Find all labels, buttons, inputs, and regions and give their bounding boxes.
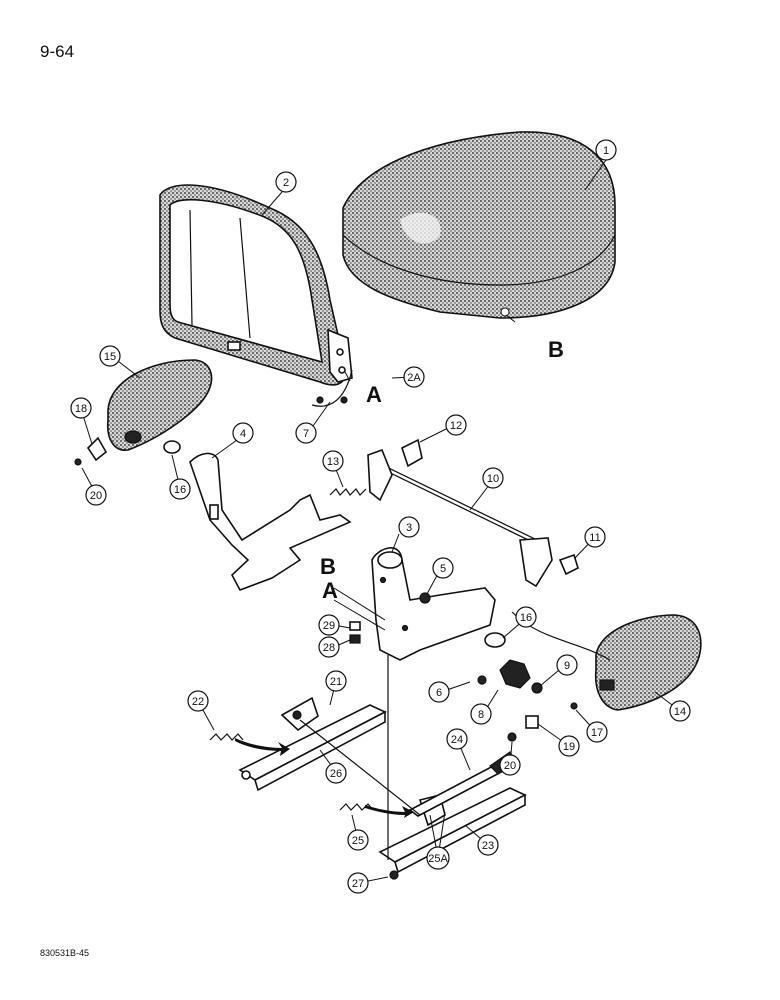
callout-7: 7 [295, 422, 317, 444]
svg-text:25: 25 [352, 835, 364, 847]
callout-2: 2 [275, 171, 297, 193]
callout-1: 1 [595, 139, 617, 161]
svg-text:2: 2 [283, 177, 289, 189]
callout-5: 5 [432, 557, 454, 579]
armrest-bracket-left [189, 452, 352, 591]
svg-text:24: 24 [451, 734, 463, 746]
armrest-left [74, 359, 213, 466]
callout-13: 13 [322, 450, 344, 472]
svg-text:25A: 25A [428, 853, 448, 865]
callout-16-right: 16 [515, 606, 537, 628]
svg-text:17: 17 [591, 727, 603, 739]
callout-20-left: 20 [85, 484, 107, 506]
svg-text:19: 19 [563, 741, 575, 753]
svg-text:16: 16 [174, 484, 186, 496]
svg-text:29: 29 [323, 620, 335, 632]
letter-b-bracket: B [320, 554, 336, 579]
callout-10: 10 [482, 467, 504, 489]
svg-text:20: 20 [504, 760, 516, 772]
callout-8: 8 [470, 703, 492, 725]
callout-19: 19 [558, 735, 580, 757]
small-hardware [316, 396, 578, 742]
callout-18: 18 [70, 397, 92, 419]
callout-24: 24 [446, 728, 468, 750]
callout-25a: 25A [426, 846, 450, 870]
svg-text:7: 7 [303, 428, 309, 440]
svg-text:8: 8 [478, 709, 484, 721]
callout-28: 28 [318, 636, 340, 658]
callout-6: 6 [428, 681, 450, 703]
callout-17: 17 [586, 721, 608, 743]
callout-12: 12 [445, 414, 467, 436]
callout-26: 26 [325, 762, 347, 784]
callout-23: 23 [477, 834, 499, 856]
svg-text:20: 20 [90, 490, 102, 502]
svg-text:26: 26 [330, 768, 342, 780]
svg-text:1: 1 [603, 145, 609, 157]
armrest-right [594, 614, 702, 711]
seat-rail-right [339, 751, 527, 880]
callout-15: 15 [99, 345, 121, 367]
letter-a-bracket: A [322, 578, 338, 603]
seat-cushion [342, 131, 616, 319]
seat-support-bracket [371, 547, 496, 661]
seat-rail-left [209, 696, 387, 792]
svg-text:2A: 2A [407, 372, 421, 384]
svg-text:6: 6 [436, 687, 442, 699]
callout-9: 9 [556, 654, 578, 676]
svg-text:14: 14 [674, 706, 686, 718]
seat-back [159, 184, 353, 386]
svg-text:18: 18 [75, 403, 87, 415]
svg-text:3: 3 [406, 522, 412, 534]
callout-2a: 2A [403, 366, 425, 388]
figure-code: 830531B-45 [40, 948, 90, 958]
svg-text:23: 23 [482, 840, 494, 852]
callout-16-left: 16 [169, 478, 191, 500]
svg-text:4: 4 [240, 428, 246, 440]
letter-a-seat-back: A [366, 382, 382, 407]
svg-text:15: 15 [104, 351, 116, 363]
callout-22: 22 [187, 690, 209, 712]
svg-text:28: 28 [323, 642, 335, 654]
letter-b-cushion: B [548, 337, 564, 362]
callout-29: 29 [318, 614, 340, 636]
callout-11: 11 [584, 526, 606, 548]
svg-text:11: 11 [589, 532, 600, 544]
svg-text:21: 21 [330, 676, 342, 688]
svg-text:5: 5 [440, 563, 446, 575]
svg-text:22: 22 [192, 696, 204, 708]
callout-27: 27 [347, 872, 369, 894]
callout-20-right: 20 [499, 754, 521, 776]
svg-text:12: 12 [450, 420, 462, 432]
callout-21: 21 [325, 670, 347, 692]
callout-4: 4 [232, 422, 254, 444]
svg-text:9: 9 [564, 660, 570, 672]
svg-text:16: 16 [520, 612, 532, 624]
svg-text:27: 27 [352, 878, 364, 890]
callout-25: 25 [347, 829, 369, 851]
svg-text:10: 10 [487, 473, 499, 485]
callout-3: 3 [398, 516, 420, 538]
callout-14: 14 [669, 700, 691, 722]
svg-text:13: 13 [327, 456, 339, 468]
release-shaft [329, 438, 579, 588]
page-number: 9-64 [40, 42, 75, 61]
